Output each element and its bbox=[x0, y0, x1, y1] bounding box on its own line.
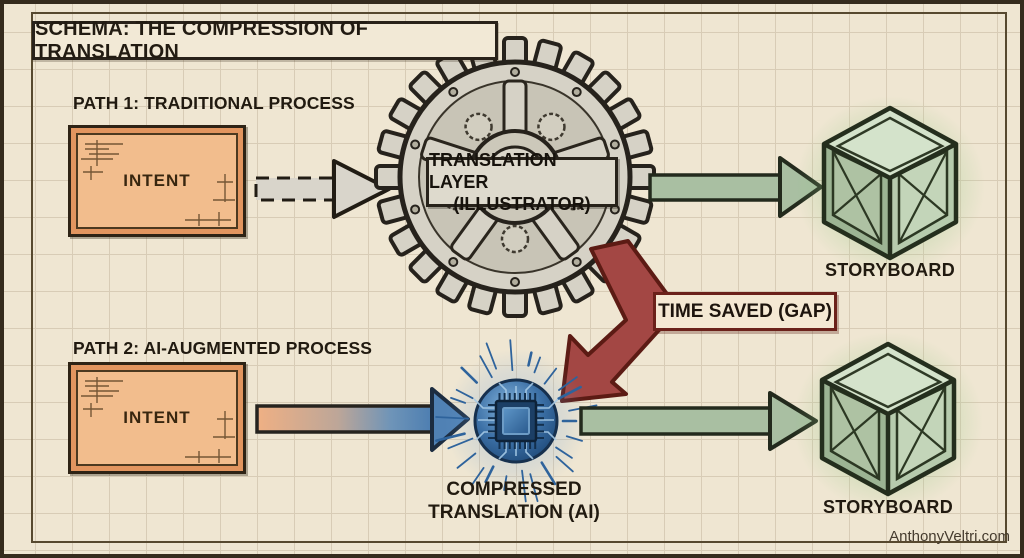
time-saved-label: TIME SAVED (GAP) bbox=[658, 300, 832, 322]
intent-label: INTENT bbox=[123, 171, 191, 190]
chip-icon bbox=[494, 399, 538, 443]
title-box: SCHEMA: THE COMPRESSION OF TRANSLATION bbox=[32, 18, 498, 63]
diagram-artwork bbox=[254, 36, 1024, 558]
ai-orb-icon bbox=[435, 339, 598, 503]
green-arrow-2-icon bbox=[579, 391, 818, 451]
storyboard-cube-2-icon bbox=[793, 332, 983, 512]
time-saved-arrow-icon bbox=[560, 239, 680, 403]
storyboard-label-2: STORYBOARD bbox=[822, 497, 953, 517]
compressed-translation-line1: COMPRESSED bbox=[446, 479, 582, 500]
translation-layer-line1: TRANSLATION LAYER bbox=[429, 150, 557, 192]
intent-box-path1: INTENT bbox=[68, 125, 246, 237]
path1-label: PATH 1: TRADITIONAL PROCESS bbox=[73, 93, 355, 113]
intent-label: INTENT bbox=[123, 408, 191, 427]
translation-layer-label: TRANSLATION LAYER (ILLUSTRATOR) bbox=[426, 150, 618, 214]
page-title: SCHEMA: THE COMPRESSION OF TRANSLATION bbox=[35, 17, 368, 63]
path2-label: PATH 2: AI-AUGMENTED PROCESS bbox=[73, 338, 373, 358]
intent-box-inner: INTENT bbox=[76, 133, 238, 229]
energy-burst bbox=[435, 339, 598, 503]
storyboard-label-1: STORYBOARD bbox=[824, 260, 955, 280]
intent-box-inner: INTENT bbox=[76, 370, 238, 466]
chip-pins bbox=[488, 393, 544, 449]
time-saved-box: TIME SAVED (GAP) bbox=[653, 292, 837, 331]
translation-layer-line2: (ILLUSTRATOR) bbox=[453, 194, 591, 214]
storyboard-cube-1-icon bbox=[795, 96, 985, 276]
compressed-translation-line2: TRANSLATION (AI) bbox=[428, 502, 600, 523]
dashed-arrow-icon bbox=[254, 159, 391, 219]
compressed-translation-label: COMPRESSED TRANSLATION (AI) bbox=[404, 478, 624, 524]
intent-box-path2: INTENT bbox=[68, 362, 246, 474]
watermark: AnthonyVeltri.com bbox=[889, 528, 1010, 545]
